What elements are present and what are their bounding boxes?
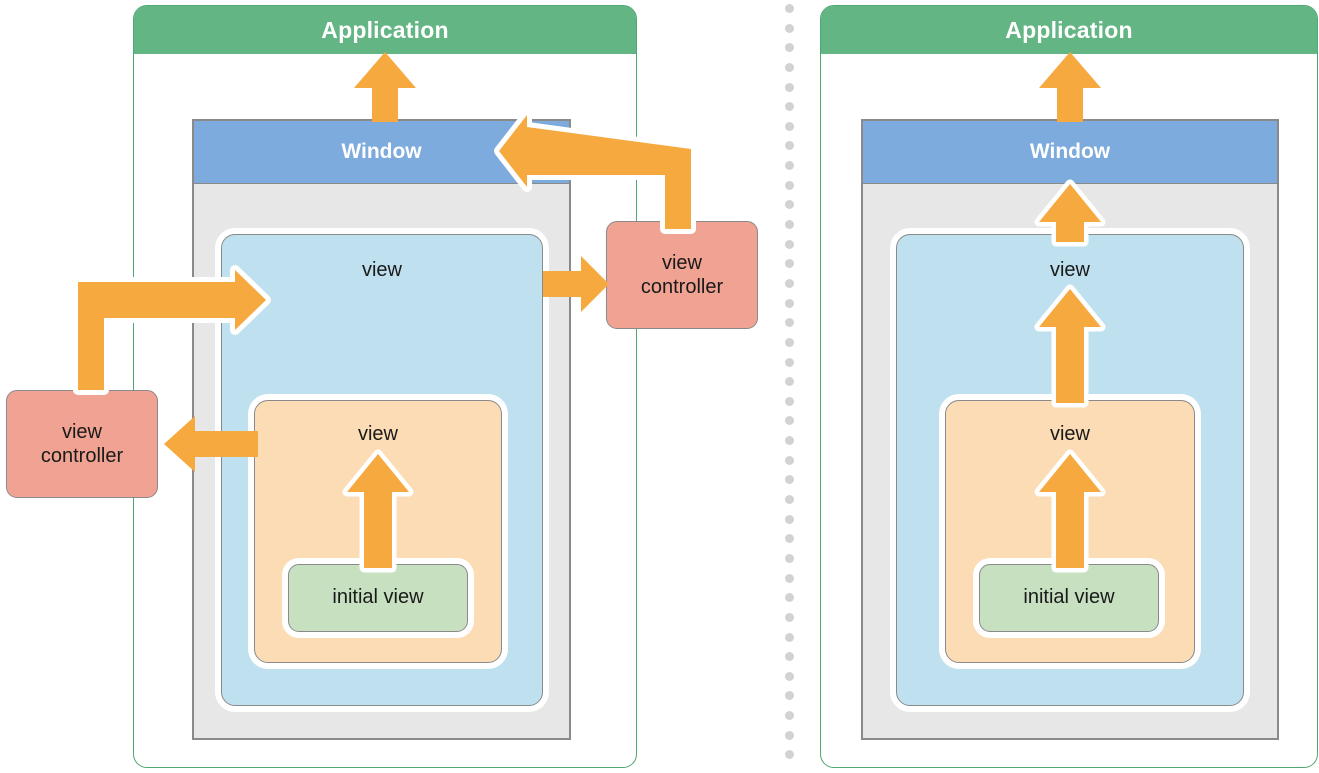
divider-dot: [785, 514, 794, 524]
view-controller-left-label: view controller: [40, 420, 124, 467]
window-titlebar-right: Window: [863, 121, 1277, 184]
divider-dot: [785, 612, 794, 622]
initial-view-label-right: initial view: [1023, 586, 1115, 608]
divider-dot: [785, 121, 794, 131]
divider-dot: [785, 750, 794, 760]
divider-dot: [785, 259, 794, 269]
initial-view-label-left: initial view: [332, 586, 424, 608]
divider-dot: [785, 102, 794, 112]
divider-dot: [785, 239, 794, 249]
divider-dot: [785, 652, 794, 662]
arrow-initial-view-to-view-left: [341, 449, 415, 573]
divider-dot: [785, 82, 794, 92]
divider-dot: [785, 416, 794, 426]
divider-dot: [785, 671, 794, 681]
divider-dot: [785, 396, 794, 406]
divider-dot: [785, 220, 794, 230]
view-inner-label-left: view: [357, 423, 398, 445]
application-header-left: Application: [134, 6, 636, 54]
divider-dot: [785, 357, 794, 367]
divider-dot: [785, 377, 794, 387]
application-title-left: Application: [321, 16, 449, 43]
divider-dot: [785, 200, 794, 210]
divider-dot: [785, 43, 794, 53]
application-header-right: Application: [821, 6, 1317, 54]
divider-dot: [785, 278, 794, 288]
arrow-window-to-application-right: [1035, 50, 1105, 124]
divider-dot: [785, 180, 794, 190]
view-outer-label-left: view: [361, 259, 402, 281]
arrow-view-controller-to-window-left: [494, 110, 705, 234]
arrow-window-to-application-left: [350, 50, 420, 124]
divider-dot: [785, 436, 794, 446]
divider-dot: [785, 593, 794, 603]
window-title-right: Window: [1029, 140, 1111, 163]
divider-dot: [785, 141, 794, 151]
view-inner-label-right: view: [1049, 423, 1090, 445]
view-outer-label-right: view: [1049, 259, 1090, 281]
vertical-dotted-divider: [785, 4, 795, 770]
application-title-right: Application: [1005, 16, 1133, 43]
view-controller-right-label: view controller: [640, 251, 724, 298]
view-controller-left-left-panel[interactable]: view controller: [6, 390, 158, 498]
divider-dot: [785, 161, 794, 171]
divider-dot: [785, 495, 794, 505]
arrow-view-to-view-controller-right-left: [541, 253, 611, 315]
arrow-view-controller-to-view-left: [70, 265, 271, 395]
divider-dot: [785, 337, 794, 347]
divider-dot: [785, 455, 794, 465]
divider-dot: [785, 632, 794, 642]
initial-view-left: initial view: [288, 564, 468, 632]
divider-dot: [785, 711, 794, 721]
divider-dot: [785, 553, 794, 563]
divider-dot: [785, 318, 794, 328]
divider-dot: [785, 730, 794, 740]
window-title-left: Window: [341, 140, 422, 163]
initial-view-right: initial view: [979, 564, 1159, 632]
divider-dot: [785, 573, 794, 583]
divider-dot: [785, 4, 794, 13]
divider-dot: [785, 691, 794, 701]
divider-dot: [785, 534, 794, 544]
arrow-view-to-view-right: [1033, 284, 1107, 408]
divider-dot: [785, 475, 794, 485]
view-controller-right-left-panel[interactable]: view controller: [606, 221, 758, 329]
window-titlebar-left: Window: [194, 121, 569, 184]
divider-dot: [785, 298, 794, 308]
arrow-view-to-window-right: [1033, 179, 1107, 247]
arrow-initial-view-to-view-right: [1033, 449, 1107, 573]
divider-dot: [785, 62, 794, 72]
divider-dot: [785, 23, 794, 33]
arrow-view-to-view-controller-left-left: [160, 414, 260, 474]
